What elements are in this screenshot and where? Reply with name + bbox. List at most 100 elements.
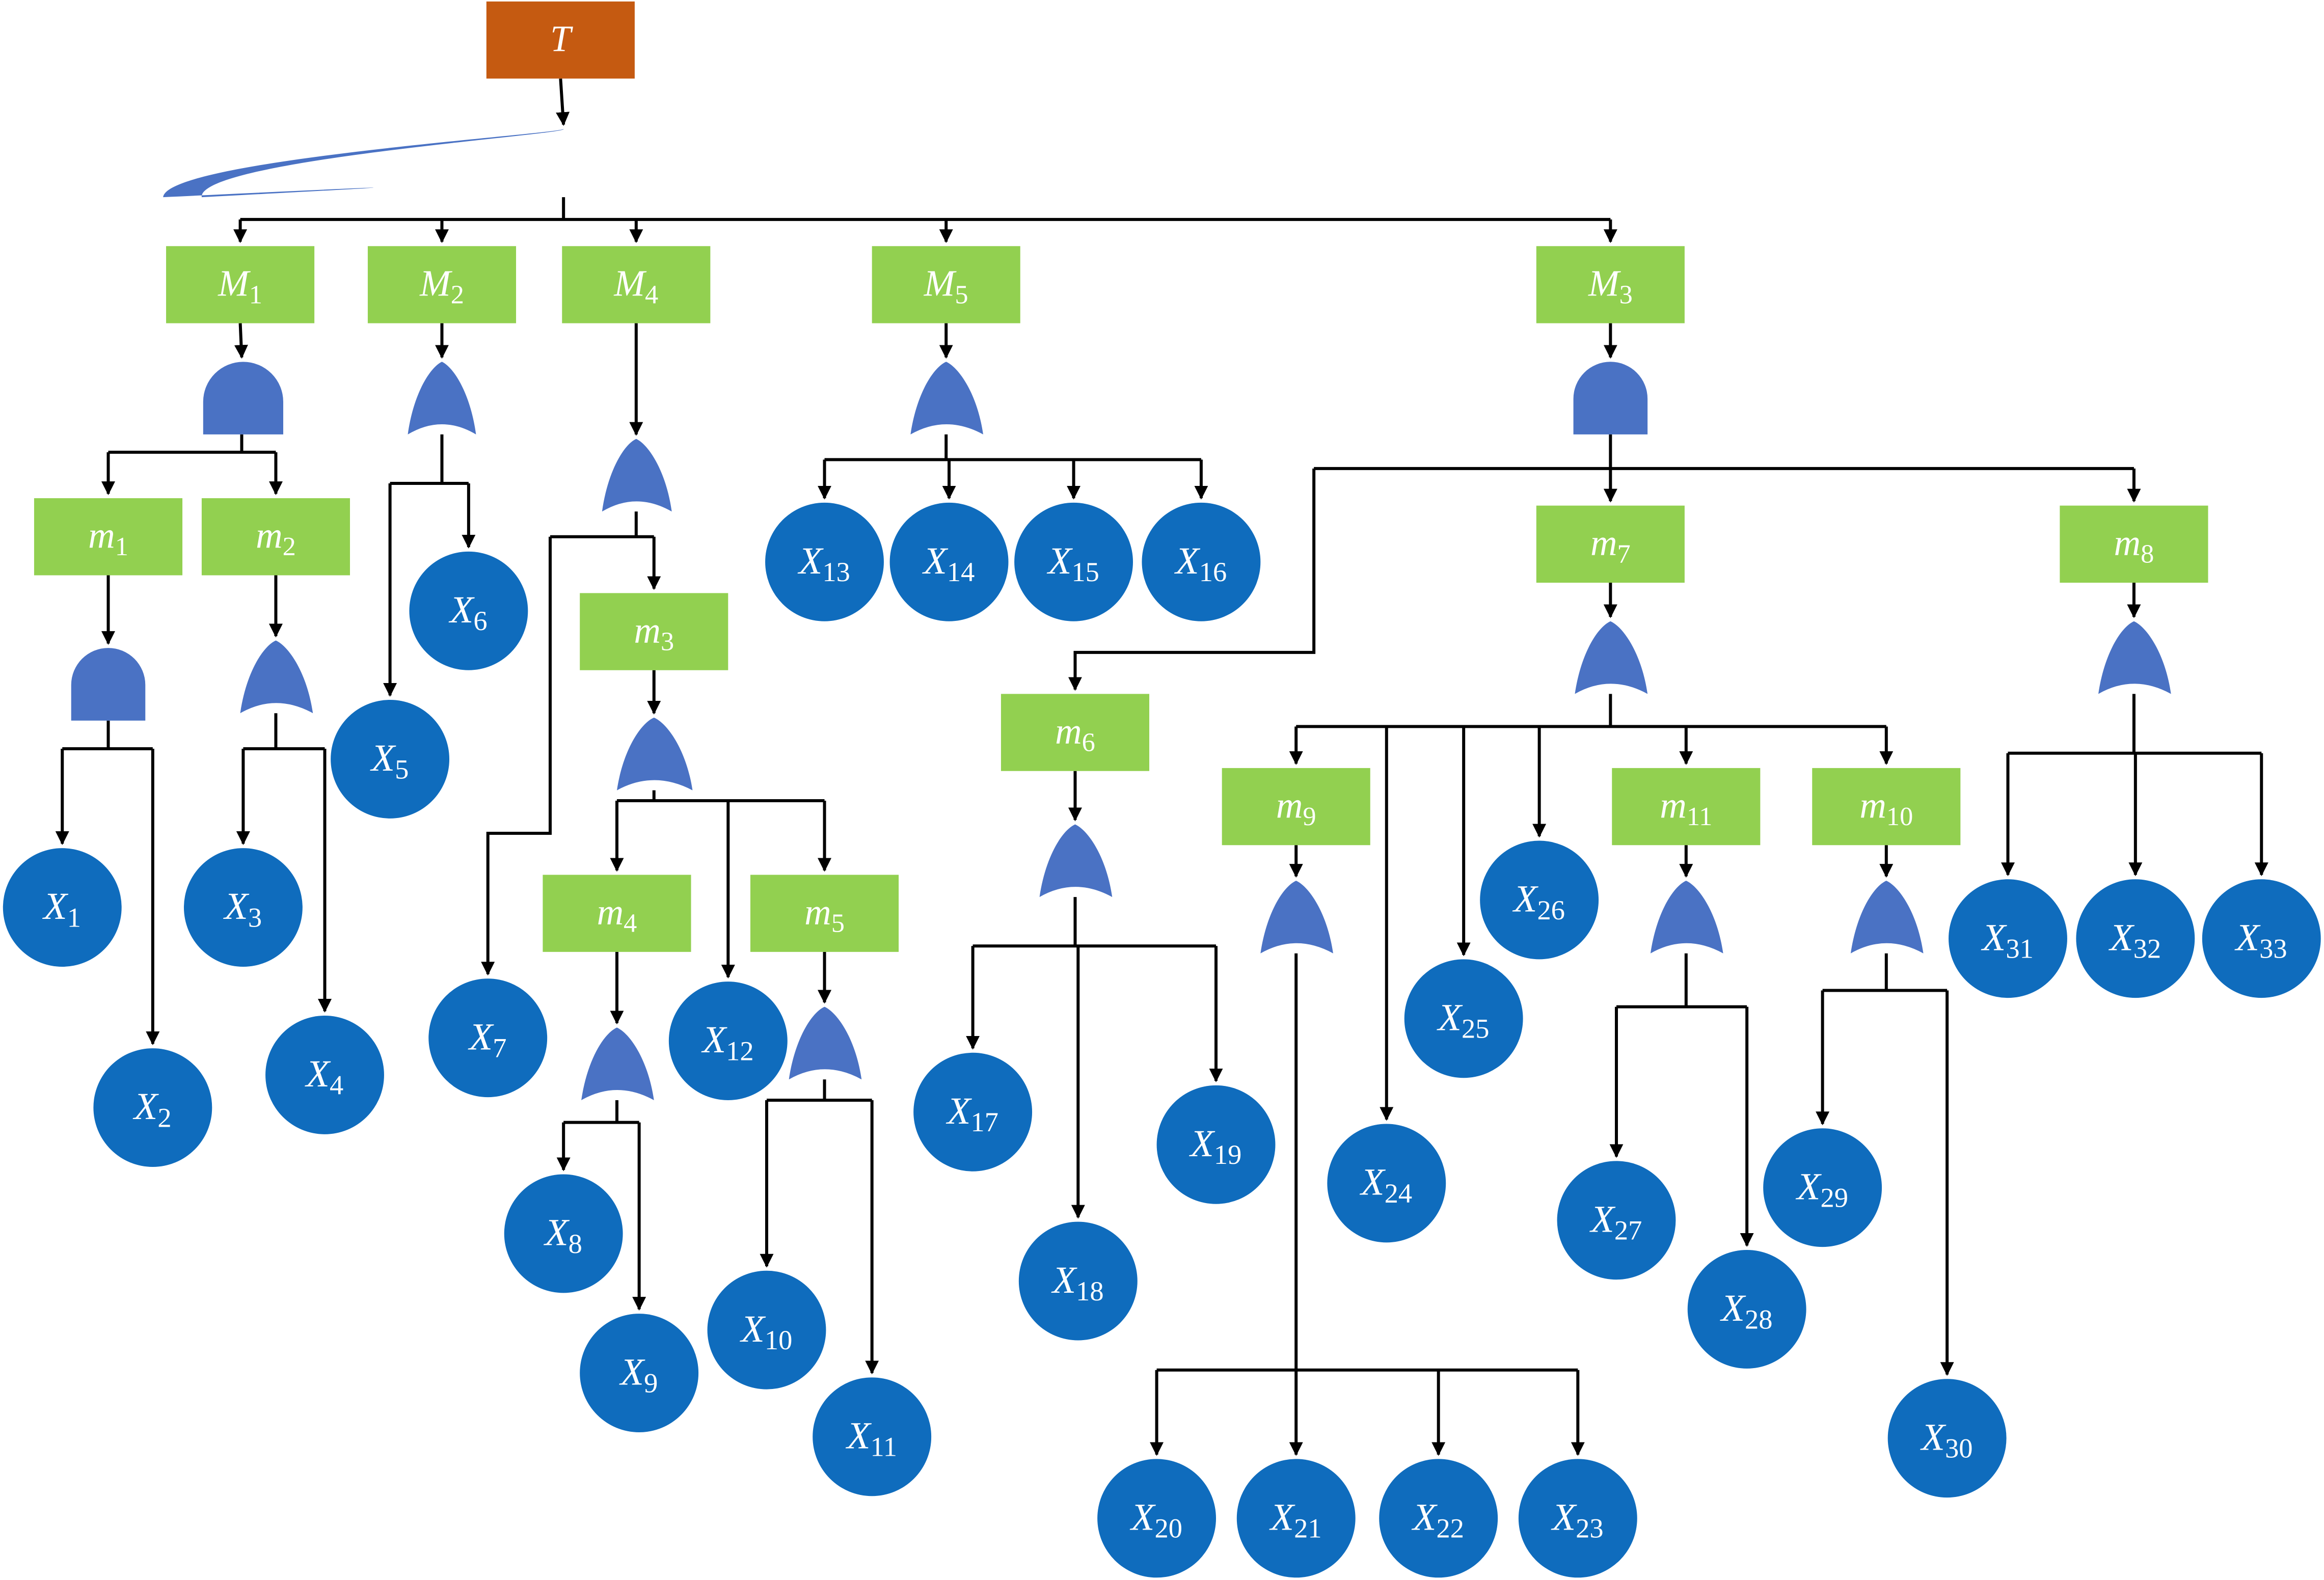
event-label: X8 bbox=[543, 1212, 582, 1259]
intermediate-event-box bbox=[750, 875, 899, 952]
intermediate-event-box bbox=[2060, 505, 2208, 583]
basic-event-X26: X26 bbox=[1480, 840, 1599, 960]
basic-event-circle bbox=[409, 551, 528, 670]
basic-event-X23: X23 bbox=[1518, 1459, 1637, 1578]
basic-event-X2: X2 bbox=[93, 1048, 212, 1167]
or-gate-m2 bbox=[240, 640, 313, 714]
event-label: X13 bbox=[797, 540, 850, 587]
basic-event-X1: X1 bbox=[3, 848, 122, 967]
basic-event-circle bbox=[1763, 1128, 1882, 1247]
event-label: m1 bbox=[88, 515, 128, 562]
or-gate-m3 bbox=[616, 717, 693, 791]
intermediate-event-M3: M3 bbox=[1536, 246, 1685, 323]
intermediate-event-box bbox=[201, 498, 350, 576]
intermediate-event-box bbox=[1536, 246, 1685, 323]
basic-event-X17: X17 bbox=[913, 1052, 1033, 1172]
intermediate-event-m2: m2 bbox=[201, 498, 350, 576]
basic-event-circle bbox=[1014, 502, 1133, 621]
event-label: X3 bbox=[223, 885, 262, 933]
intermediate-event-m11: m11 bbox=[1612, 768, 1761, 846]
intermediate-event-box bbox=[1612, 768, 1761, 846]
event-label: X15 bbox=[1046, 540, 1099, 587]
basic-event-circle bbox=[331, 699, 450, 819]
intermediate-event-box bbox=[367, 246, 517, 323]
intermediate-event-m10: m10 bbox=[1812, 768, 1961, 846]
event-label: X33 bbox=[2234, 916, 2287, 964]
basic-event-circle bbox=[1518, 1459, 1637, 1578]
or-gate-m4 bbox=[581, 1027, 654, 1100]
event-label: X27 bbox=[1589, 1198, 1642, 1245]
basic-event-X29: X29 bbox=[1763, 1128, 1882, 1247]
intermediate-event-M4: M4 bbox=[562, 246, 711, 323]
basic-event-circle bbox=[707, 1270, 826, 1390]
event-label: X2 bbox=[132, 1085, 171, 1133]
event-label: X6 bbox=[448, 589, 487, 636]
basic-event-X12: X12 bbox=[668, 982, 788, 1100]
event-label: X18 bbox=[1051, 1259, 1104, 1306]
event-label: X11 bbox=[845, 1414, 897, 1462]
event-label: X23 bbox=[1551, 1496, 1604, 1544]
intermediate-event-m6: m6 bbox=[1001, 694, 1150, 771]
or-gate-M4 bbox=[602, 439, 672, 512]
basic-event-circle bbox=[1018, 1221, 1138, 1341]
basic-event-X16: X16 bbox=[1142, 502, 1261, 621]
intermediate-event-m7: m7 bbox=[1536, 505, 1685, 583]
intermediate-event-box bbox=[34, 498, 183, 576]
event-label: X32 bbox=[2108, 916, 2161, 964]
basic-event-X27: X27 bbox=[1557, 1161, 1676, 1280]
event-label: M1 bbox=[218, 263, 262, 310]
event-label: m9 bbox=[1276, 784, 1316, 831]
event-label: m10 bbox=[1859, 784, 1913, 831]
event-label: X1 bbox=[42, 885, 81, 933]
basic-event-X21: X21 bbox=[1236, 1459, 1356, 1578]
basic-event-X18: X18 bbox=[1018, 1221, 1138, 1341]
basic-event-X14: X14 bbox=[889, 502, 1009, 621]
basic-event-circle bbox=[889, 502, 1009, 621]
basic-event-X15: X15 bbox=[1014, 502, 1133, 621]
basic-event-circle bbox=[183, 848, 303, 967]
event-label: X7 bbox=[468, 1016, 506, 1063]
and-gate-m1 bbox=[71, 648, 146, 721]
basic-event-circle bbox=[1142, 502, 1261, 621]
intermediate-event-m4: m4 bbox=[543, 875, 691, 952]
basic-event-circle bbox=[1379, 1459, 1498, 1578]
intermediate-event-box bbox=[543, 875, 691, 952]
event-label: X24 bbox=[1359, 1161, 1412, 1209]
basic-event-circle bbox=[1327, 1124, 1446, 1243]
and-gate-M3 bbox=[1573, 362, 1648, 434]
basic-event-X33: X33 bbox=[2202, 879, 2321, 998]
event-label: m6 bbox=[1055, 711, 1095, 757]
event-label: X17 bbox=[945, 1090, 998, 1137]
or-gate-m7 bbox=[1575, 621, 1648, 694]
event-label: X5 bbox=[370, 737, 409, 784]
intermediate-event-m5: m5 bbox=[750, 875, 899, 952]
event-label: X30 bbox=[1920, 1416, 1973, 1463]
event-label: M3 bbox=[1588, 263, 1633, 310]
basic-event-X11: X11 bbox=[813, 1377, 932, 1496]
intermediate-event-box bbox=[1536, 505, 1685, 583]
or-gate-m11 bbox=[1650, 881, 1723, 954]
basic-event-X24: X24 bbox=[1327, 1124, 1446, 1243]
or-gate-M2 bbox=[408, 362, 476, 434]
basic-event-circle bbox=[1097, 1459, 1217, 1578]
event-label: m7 bbox=[1590, 522, 1631, 569]
basic-event-X10: X10 bbox=[707, 1270, 826, 1390]
basic-event-X6: X6 bbox=[409, 551, 528, 670]
basic-event-circle bbox=[580, 1314, 699, 1433]
basic-event-X30: X30 bbox=[1887, 1379, 2007, 1498]
basic-event-X20: X20 bbox=[1097, 1459, 1217, 1578]
basic-event-X5: X5 bbox=[331, 699, 450, 819]
intermediate-event-M2: M2 bbox=[367, 246, 517, 323]
basic-event-X7: X7 bbox=[428, 978, 548, 1098]
basic-event-X22: X22 bbox=[1379, 1459, 1498, 1578]
event-label: m5 bbox=[804, 891, 845, 938]
event-label: X20 bbox=[1129, 1496, 1182, 1544]
intermediate-event-box bbox=[166, 246, 315, 323]
or-gate-m8 bbox=[2098, 621, 2171, 694]
basic-event-X28: X28 bbox=[1687, 1249, 1806, 1369]
intermediate-event-box bbox=[1001, 694, 1150, 771]
basic-event-circle bbox=[1557, 1161, 1676, 1280]
event-label: M5 bbox=[924, 263, 968, 310]
event-label: X21 bbox=[1269, 1496, 1322, 1544]
